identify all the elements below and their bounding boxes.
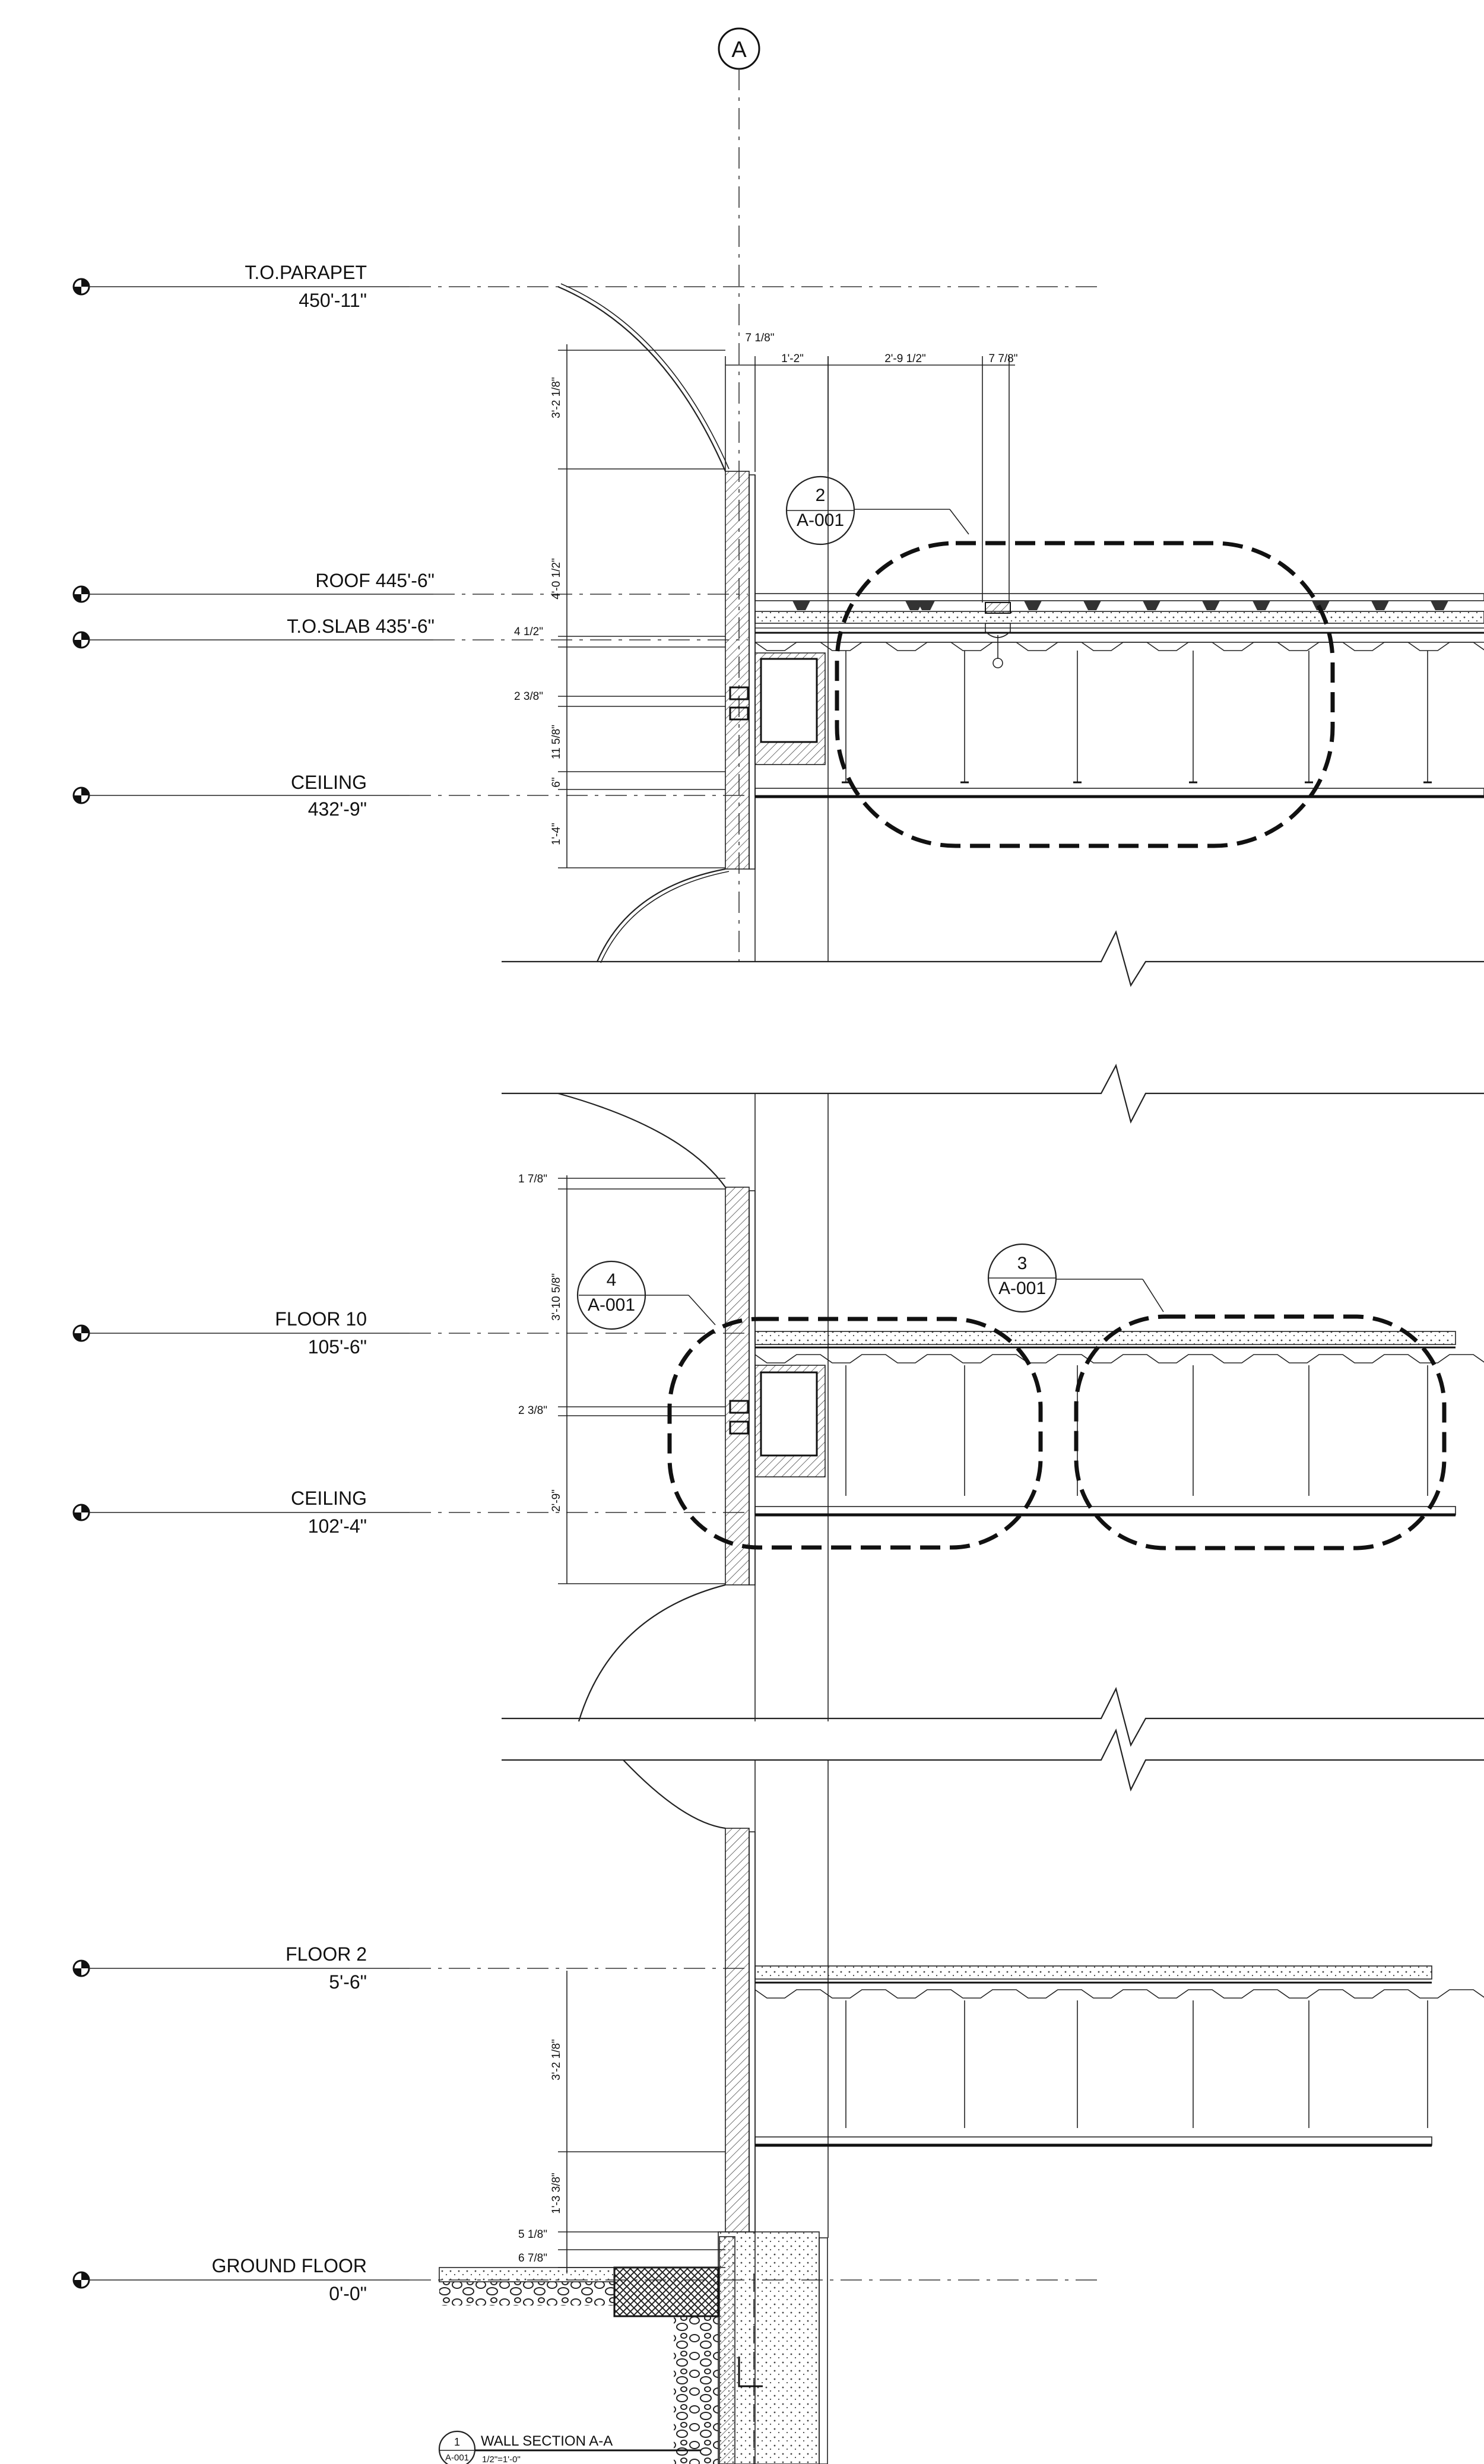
- dimension-label: 6 7/8": [518, 2252, 547, 2265]
- level-markers: T.O.PARAPET 450'-11" ROOF 445'-6" T.O.SL…: [72, 262, 1104, 2304]
- level-name: FLOOR 10: [275, 1308, 367, 1330]
- callout-number: 4: [607, 1270, 617, 1290]
- detail-cloud: [835, 541, 1335, 848]
- dimension-label: 1'-2": [781, 353, 804, 365]
- level-name: FLOOR 2: [286, 1943, 367, 1965]
- level-marker: ROOF 445'-6": [72, 570, 748, 603]
- detail-cloud: [667, 1317, 1043, 1550]
- callout-number: 3: [1017, 1254, 1028, 1273]
- view-scale: 1/2"=1'-0": [482, 2455, 521, 2464]
- ground-segment: [439, 1728, 1484, 2464]
- dimension-label: 6": [550, 777, 563, 787]
- dimension-strings: 3'-2 1/8" 4'-0 1/2" 4 1/2" 2 3/8" 11 5/8…: [514, 332, 1018, 2273]
- level-name: CEILING: [291, 1488, 367, 1509]
- dimension-label: 2'-9": [550, 1489, 563, 1512]
- level-elevation: 450'-11": [299, 290, 367, 311]
- callout-sheet: A-001: [998, 1279, 1046, 1298]
- dimension-label: 4'-0 1/2": [550, 558, 563, 600]
- callout-bubble: [987, 1243, 1057, 1313]
- level-name: GROUND FLOOR: [212, 2255, 367, 2276]
- level-marker: T.O.SLAB 435'-6": [72, 616, 748, 649]
- callout-sheet: A-001: [797, 510, 844, 530]
- dimension-label: 1'-3 3/8": [550, 2173, 563, 2214]
- view-sheet: A-001: [445, 2453, 469, 2463]
- level-elevation: 102'-4": [308, 1515, 367, 1537]
- dimension-label: 3'-2 1/8": [550, 377, 563, 418]
- level-elevation: 0'-0": [329, 2283, 367, 2304]
- dimension-label: 2 3/8": [514, 690, 543, 703]
- level-marker: CEILING 432'-9": [72, 772, 748, 820]
- dimension-label: 2 3/8": [518, 1404, 547, 1417]
- level-name: ROOF 445'-6": [315, 570, 435, 591]
- dimension-label: 2'-9 1/2": [884, 353, 926, 365]
- dimension-label: 1'-4": [550, 823, 563, 845]
- view-title: 1 A-001 WALL SECTION A-A 1/2"=1'-0": [438, 2430, 700, 2464]
- view-title-text: WALL SECTION A-A: [481, 2433, 613, 2449]
- level-marker: T.O.PARAPET 450'-11": [72, 262, 1104, 311]
- dimension-label: 7 1/8": [745, 332, 774, 344]
- grid-label: A: [731, 37, 747, 62]
- level-elevation: 5'-6": [329, 1971, 367, 1993]
- dimension-label: 1 7/8": [518, 1173, 547, 1185]
- dimension-label: 11 5/8": [550, 725, 563, 759]
- view-number: 1: [454, 2436, 460, 2448]
- level-name: T.O.SLAB 435'-6": [287, 616, 435, 637]
- callout-sheet: A-001: [588, 1295, 635, 1315]
- level-marker: FLOOR 2 5'-6": [72, 1943, 748, 1993]
- dimension-label: 7 7/8": [988, 353, 1017, 365]
- callout-4[interactable]: 4 A-001: [576, 1260, 1043, 1550]
- callout-number: 2: [816, 486, 826, 505]
- callout-bubble: [785, 475, 855, 546]
- level-elevation: 105'-6": [308, 1336, 367, 1358]
- dimension-label: 3'-2 1/8": [550, 2039, 563, 2081]
- view-number-bubble: [438, 2430, 476, 2464]
- level-name: T.O.PARAPET: [245, 262, 367, 283]
- callout-3[interactable]: 3 A-001: [987, 1243, 1447, 1550]
- level-marker: GROUND FLOOR 0'-0": [72, 2255, 1104, 2304]
- dimension-label: 3'-10 5/8": [550, 1273, 563, 1321]
- floor10-segment: [502, 1064, 1484, 1747]
- level-marker: FLOOR 10 105'-6": [72, 1308, 748, 1358]
- detail-cloud: [1074, 1314, 1447, 1550]
- callout-2[interactable]: 2 A-001: [785, 475, 1335, 848]
- level-marker: CEILING 102'-4": [72, 1488, 748, 1537]
- detail-callouts: 2 A-001 4 A-001 3 A-001: [576, 475, 1447, 1550]
- level-name: CEILING: [291, 772, 367, 793]
- dimension-label: 4 1/2": [514, 626, 543, 638]
- level-elevation: 432'-9": [308, 798, 367, 820]
- dimension-label: 5 1/8": [518, 2228, 547, 2241]
- roof-segment: [502, 283, 1484, 987]
